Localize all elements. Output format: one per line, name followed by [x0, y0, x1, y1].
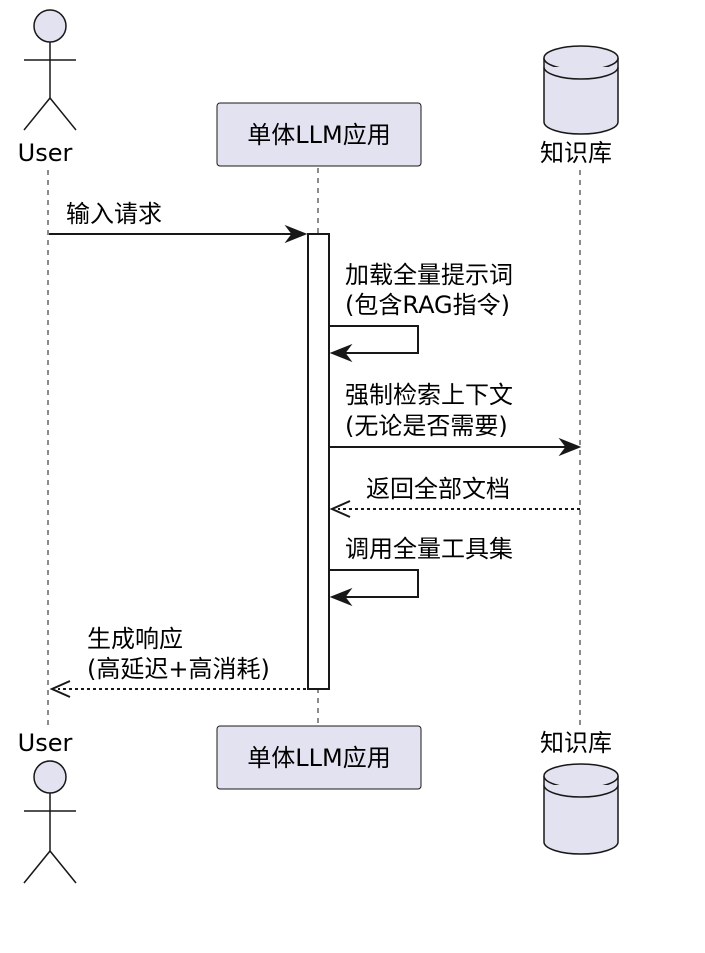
message-label-retrieve: 强制检索上下文: [345, 381, 513, 409]
actor-head-icon: [33, 9, 67, 43]
message-arrow-load-prompts: [330, 325, 419, 354]
message-label-request: 输入请求: [66, 200, 162, 228]
message-label-response: 生成响应: [87, 625, 183, 653]
arrowhead-icon: [329, 343, 353, 363]
open-arrowhead-icon: [49, 680, 71, 698]
open-arrowhead-icon: [329, 500, 351, 518]
arrowhead-icon: [558, 437, 582, 457]
user-label-top: User: [18, 139, 73, 167]
user-label-bottom: User: [18, 729, 73, 757]
message-label-return-docs: 返回全部文档: [366, 475, 510, 503]
message-label-response-note: (高延迟+高消耗): [87, 655, 270, 683]
arrowhead-icon: [284, 224, 308, 244]
message-label-retrieve-note: (无论是否需要): [345, 412, 508, 440]
user-actor-bottom: [23, 760, 77, 884]
database-icon-bottom: [543, 763, 619, 855]
message-arrow-call-tools: [330, 569, 419, 598]
message-label-load-prompts: 加载全量提示词: [345, 261, 513, 289]
app-participant-bottom: [216, 725, 422, 790]
arrowhead-icon: [329, 587, 353, 607]
kb-label-top: 知识库: [540, 139, 612, 167]
message-label-call-tools: 调用全量工具集: [345, 535, 513, 563]
database-icon-top: [543, 45, 619, 135]
app-participant-top: [216, 102, 422, 167]
app-label-top: 单体LLM应用: [247, 121, 390, 149]
app-label-bottom: 单体LLM应用: [247, 744, 390, 772]
user-actor-top: [23, 9, 77, 131]
kb-label-bottom: 知识库: [540, 729, 612, 757]
app-activation-bar: [307, 233, 330, 690]
message-label-load-prompts-note: (包含RAG指令): [345, 291, 510, 319]
actor-head-icon: [33, 760, 67, 794]
